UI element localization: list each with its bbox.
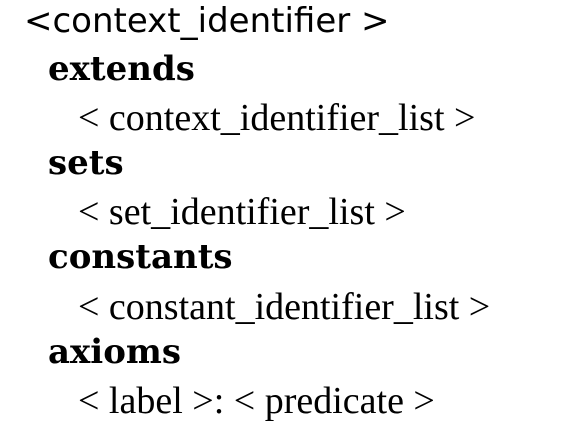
keyword-sets: sets	[48, 143, 124, 183]
keyword-axioms: axioms	[48, 332, 182, 372]
sets-content: < set_identifier_list >	[78, 191, 406, 233]
extends-content: < context_identifier_list >	[78, 97, 476, 139]
constants-content: < constant_identifier_list >	[78, 286, 491, 328]
keyword-constants: constants	[48, 237, 233, 277]
context-header: <context_identifier >	[24, 1, 390, 41]
keyword-extends: extends	[48, 49, 195, 89]
axioms-content: < label >: < predicate >	[78, 380, 435, 422]
